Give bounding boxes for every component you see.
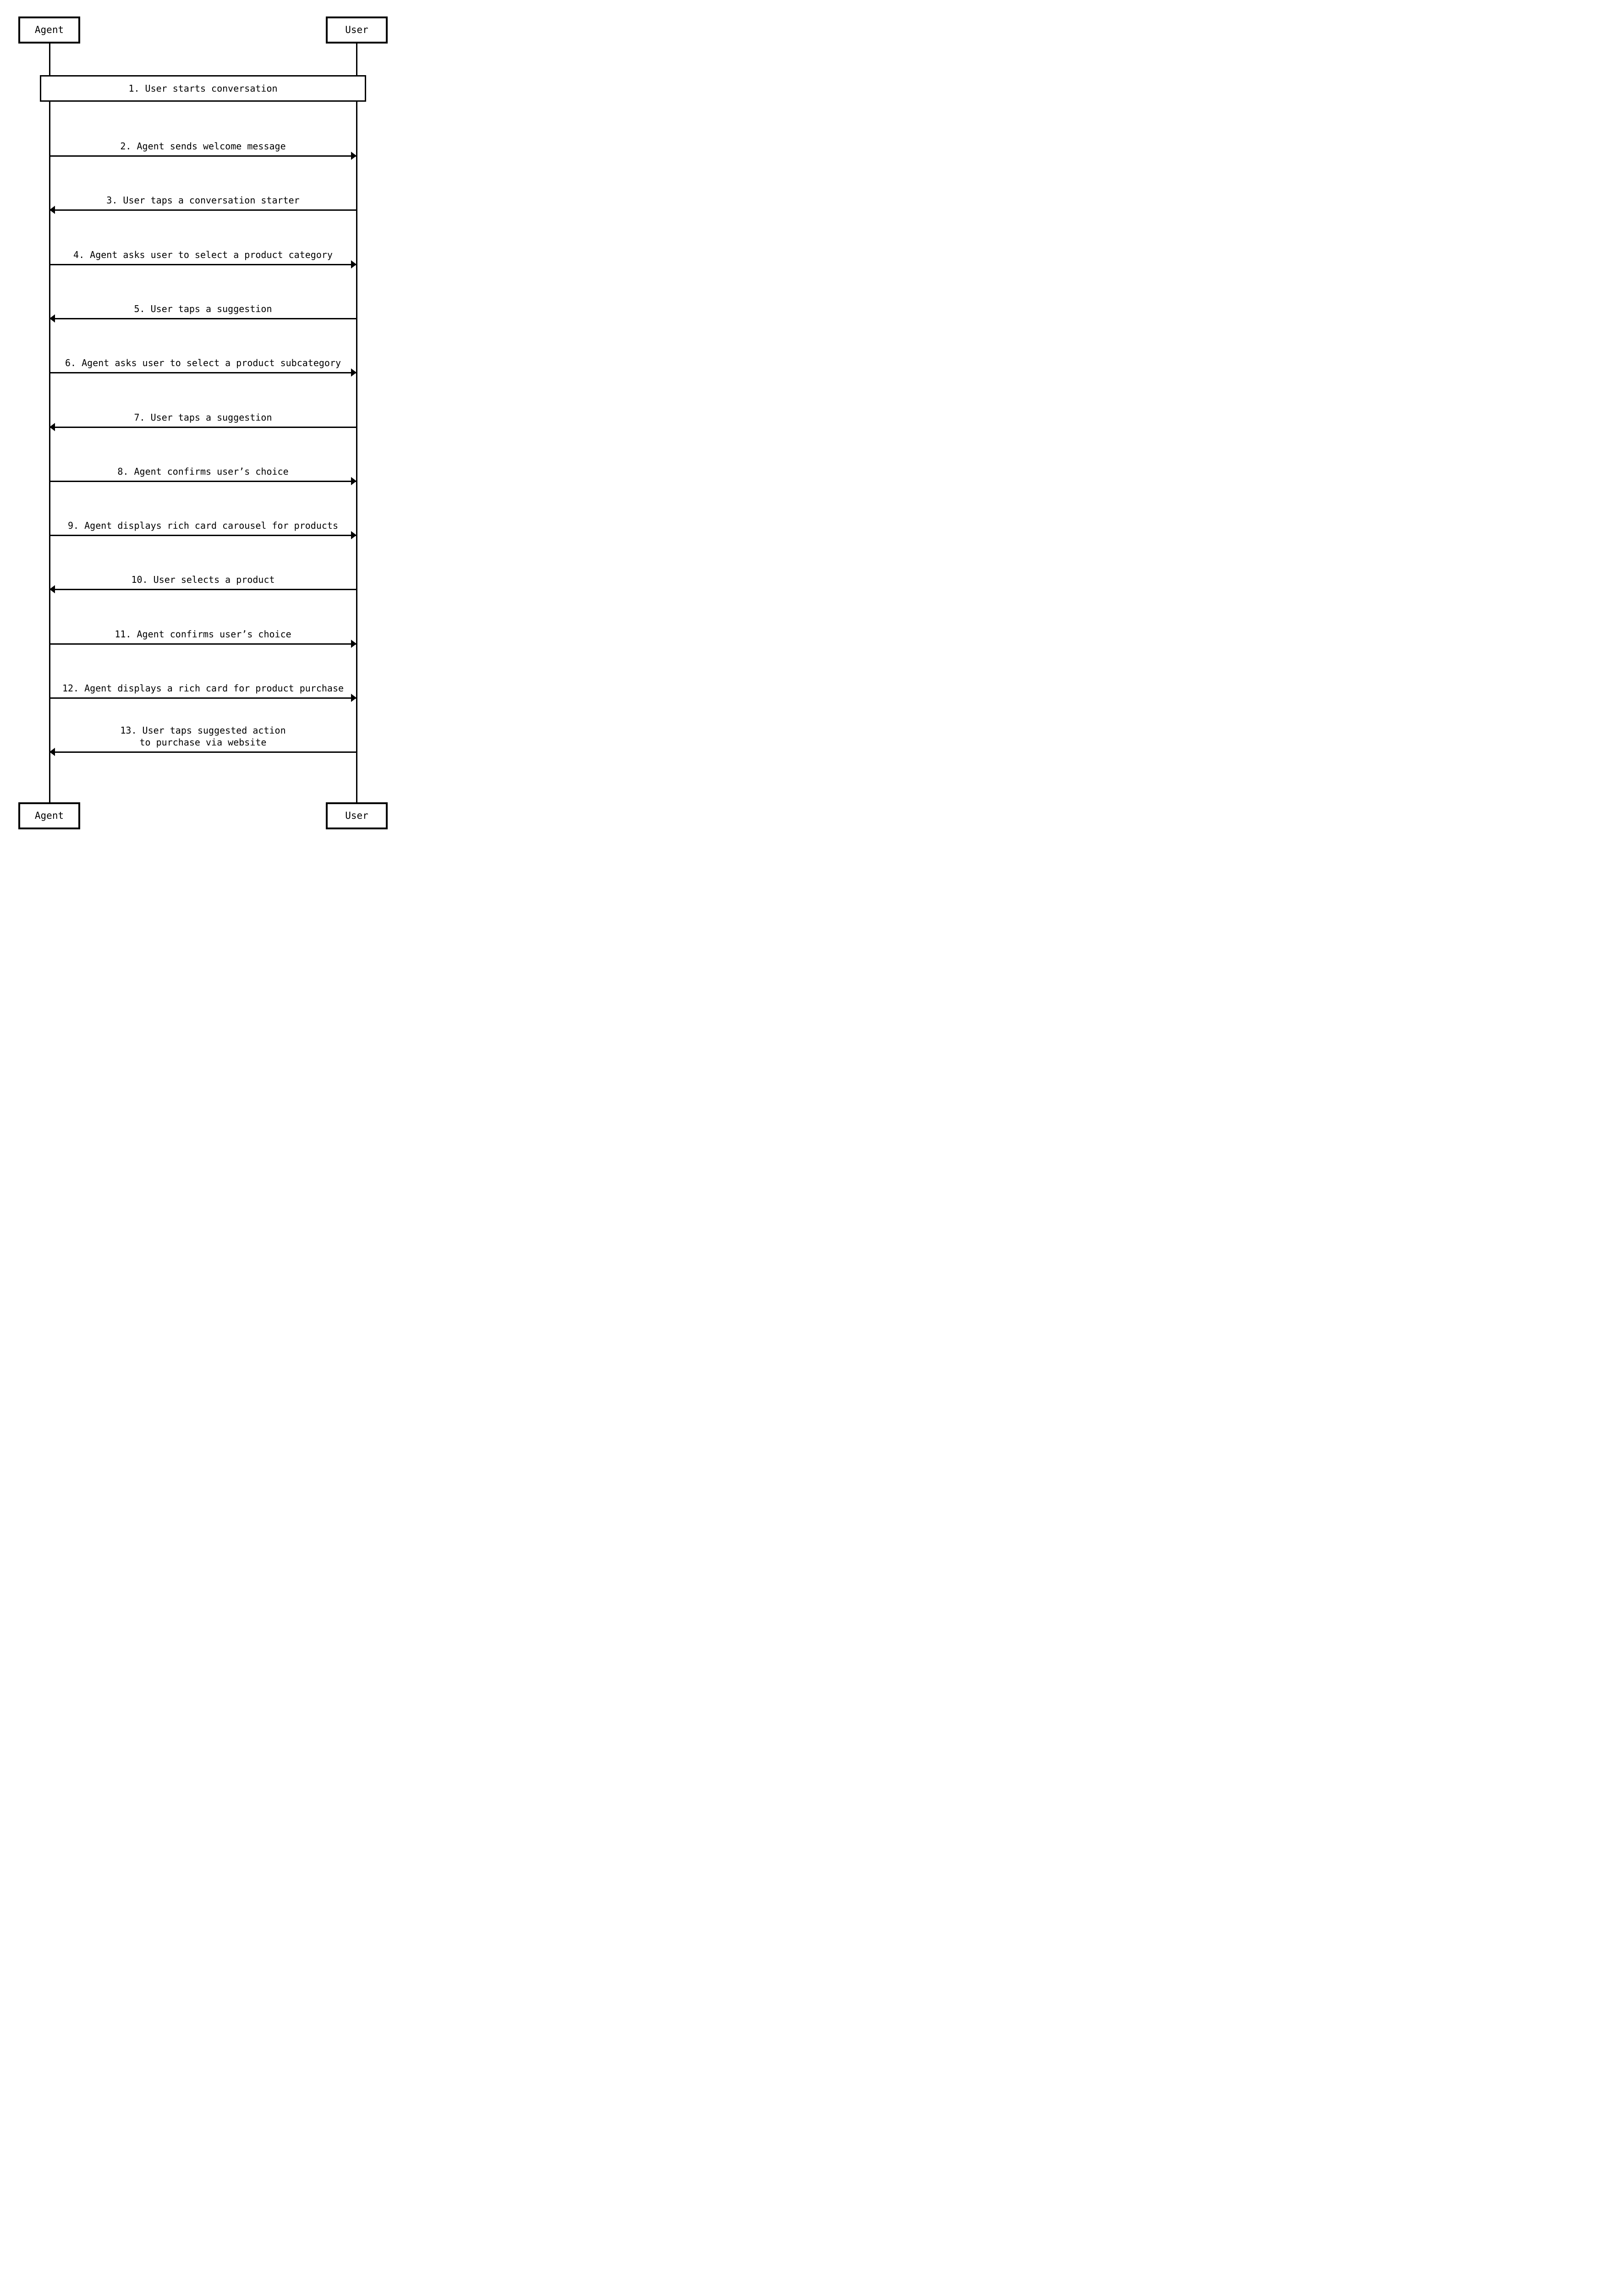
actor-label-user-top: User xyxy=(345,24,368,35)
note-box: 1. User starts conversation xyxy=(40,75,366,102)
message-label: 9. Agent displays rich card carousel for… xyxy=(67,520,338,531)
message-label: 6. Agent asks user to select a product s… xyxy=(65,357,341,368)
arrowhead-left-icon xyxy=(49,206,55,214)
arrowhead-left-icon xyxy=(49,585,55,593)
message-arrow-line xyxy=(49,155,357,157)
actor-box-user-top: User xyxy=(326,16,388,44)
arrowhead-left-icon xyxy=(49,748,55,756)
message-label: 5. User taps a suggestion xyxy=(134,303,272,314)
message-label: 7. User taps a suggestion xyxy=(134,412,272,423)
message-arrow-line xyxy=(49,372,357,373)
message-arrow-line xyxy=(49,318,357,319)
arrowhead-right-icon xyxy=(351,694,357,702)
message-arrow-line xyxy=(49,535,357,536)
arrowhead-right-icon xyxy=(351,531,357,539)
message-arrow-line xyxy=(49,751,357,753)
arrowhead-right-icon xyxy=(351,640,357,648)
actor-label-agent-bottom: Agent xyxy=(34,810,64,821)
message-arrow-line xyxy=(49,697,357,699)
actor-label-user-bottom: User xyxy=(345,810,368,821)
message-label: 11. Agent confirms user’s choice xyxy=(115,629,291,640)
actor-box-agent-bottom: Agent xyxy=(18,802,80,829)
message-arrow-line xyxy=(49,481,357,482)
arrowhead-right-icon xyxy=(351,477,357,485)
message-arrow-line xyxy=(49,264,357,265)
message-label: 2. Agent sends welcome message xyxy=(120,141,286,152)
message-label: 10. User selects a product xyxy=(131,574,275,585)
arrowhead-right-icon xyxy=(351,368,357,377)
message-arrow-line xyxy=(49,589,357,590)
message-label: 8. Agent confirms user’s choice xyxy=(117,466,289,477)
message-label: 13. User taps suggested action to purcha… xyxy=(120,725,286,748)
arrowhead-right-icon xyxy=(351,260,357,269)
message-label: 12. Agent displays a rich card for produ… xyxy=(62,683,344,694)
arrowhead-left-icon xyxy=(49,314,55,323)
actor-box-user-bottom: User xyxy=(326,802,388,829)
arrowhead-right-icon xyxy=(351,152,357,160)
note-label: 1. User starts conversation xyxy=(128,83,278,94)
arrowhead-left-icon xyxy=(49,423,55,431)
lifeline-user xyxy=(356,43,357,802)
lifeline-agent xyxy=(49,43,50,802)
message-label: 3. User taps a conversation starter xyxy=(106,195,300,206)
message-label: 4. Agent asks user to select a product c… xyxy=(73,249,333,260)
message-arrow-line xyxy=(49,209,357,211)
actor-label-agent-top: Agent xyxy=(34,24,64,35)
actor-box-agent-top: Agent xyxy=(18,16,80,44)
message-arrow-line xyxy=(49,427,357,428)
message-arrow-line xyxy=(49,643,357,645)
sequence-diagram: Agent User 1. User starts conversation 2… xyxy=(0,0,406,852)
